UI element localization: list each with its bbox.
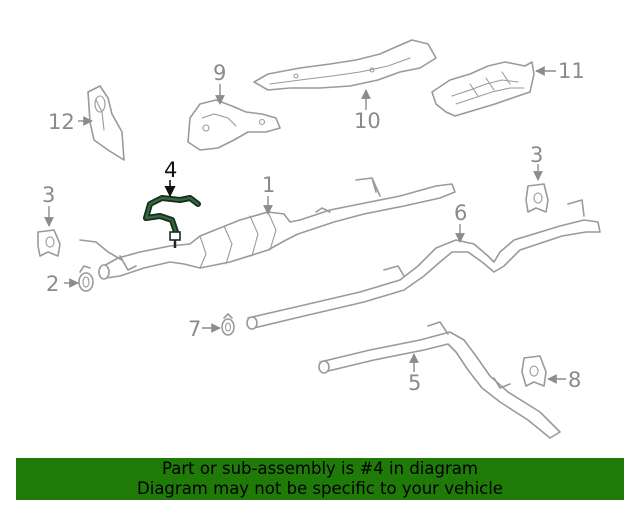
part-1-catalytic-converter-pipe (79, 177, 456, 280)
callout-9: 9 (213, 61, 226, 85)
callout-5: 5 (408, 371, 421, 395)
part-3-hanger-left (37, 229, 61, 257)
part-6-intermediate-pipe (246, 199, 601, 330)
callout-3-right: 3 (530, 143, 543, 167)
exhaust-parts-diagram: 1 2 3 3 4 5 6 7 8 9 10 11 12 (37, 39, 601, 439)
part-11-heat-shield (431, 61, 535, 117)
part-7-clamp (221, 313, 235, 336)
part-10-heat-shield (253, 39, 437, 91)
callout-7: 7 (188, 317, 201, 341)
part-2-clamp (78, 265, 94, 292)
part-8-hanger (521, 355, 547, 387)
callout-4: 4 (164, 158, 177, 182)
callout-10: 10 (354, 109, 381, 133)
callout-1: 1 (262, 173, 275, 197)
callout-12: 12 (48, 110, 75, 134)
callout-3-left: 3 (42, 183, 55, 207)
part-3-hanger-right (525, 183, 549, 213)
banner-line-2: Diagram may not be specific to your vehi… (137, 479, 503, 498)
callout-2: 2 (46, 272, 59, 296)
callout-11: 11 (558, 59, 585, 83)
part-4-highlighted-sensor-tube (143, 195, 201, 248)
callout-6: 6 (454, 201, 467, 225)
banner-line-1: Part or sub-assembly is #4 in diagram (162, 459, 478, 478)
part-5-tail-pipe (318, 321, 561, 439)
callout-leaders (44, 66, 566, 384)
disclaimer-banner: Part or sub-assembly is #4 in diagram Di… (16, 458, 624, 500)
callout-labels: 1 2 3 3 4 5 6 7 8 9 10 11 12 (42, 59, 585, 395)
part-9-heat-shield (187, 99, 281, 151)
callout-8: 8 (568, 368, 581, 392)
part-12-shield (87, 85, 125, 161)
